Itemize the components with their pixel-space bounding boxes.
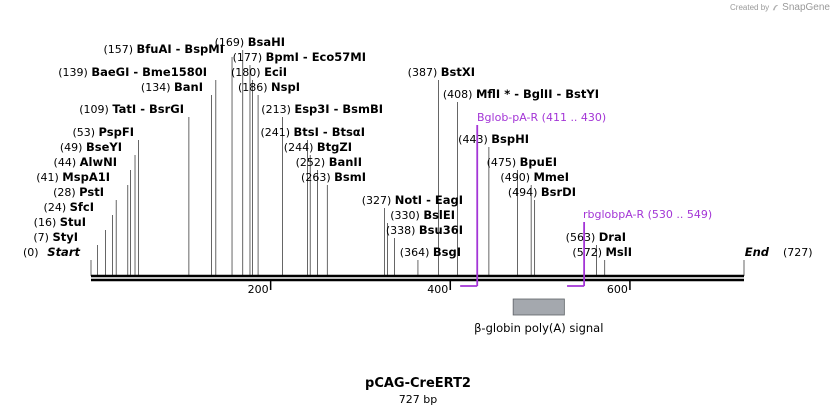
primer-label: Bglob-pA-R (411 .. 430) (477, 111, 606, 124)
site-label: (49) BseYI (60, 140, 122, 154)
site-baegi-bme1580i[interactable]: (139) BaeGI - Bme1580I (58, 65, 217, 276)
site-bsrdi[interactable]: (494) BsrDI (508, 185, 576, 276)
snapgene-logo-icon (772, 4, 779, 11)
site-label: (241) BtsI - BtsαI (260, 125, 365, 139)
plasmid-length: 727 bp (398, 393, 438, 406)
site-label: (475) BpuEI (487, 155, 557, 169)
site-position-label: (0) (23, 246, 39, 259)
site-label: (134) BanI (141, 80, 203, 94)
site-position-label: (727) (783, 246, 813, 259)
site-label: (572) MslI (572, 245, 632, 259)
site-label: (443) BspHI (458, 132, 529, 146)
ruler-tick-label: 200 (248, 283, 269, 296)
site-drai[interactable]: (563) DraI (566, 230, 626, 276)
site-pspfi[interactable]: (53) PspFI (72, 125, 139, 276)
site-label: (53) PspFI (72, 125, 134, 139)
credit-prefix: Created by (730, 3, 770, 12)
site-bsgi[interactable]: (364) BsgI (400, 245, 461, 276)
site-start[interactable]: Start (47, 245, 92, 276)
site-btsi-bts-i[interactable]: (241) BtsI - BtsαI (260, 125, 365, 276)
primer-label: rbglobpA-R (530 .. 549) (583, 208, 712, 221)
site-noti-eagi[interactable]: (327) NotI - EagI (362, 193, 463, 276)
site-label: (139) BaeGI - Bme1580I (58, 65, 207, 79)
site-bstxi[interactable]: (387) BstXI (408, 65, 475, 276)
site-label: (7) StyI (33, 230, 78, 244)
site-label: (263) BsmI (301, 170, 366, 184)
site-nspi[interactable]: (186) NspI (238, 80, 300, 276)
site-mfli-bglii-bstyi[interactable]: (408) MflI * - BglII - BstYI (443, 87, 599, 276)
site-btgzi[interactable]: (244) BtgZI (284, 140, 352, 276)
site-label: (213) Esp3I - BsmBI (261, 102, 383, 116)
site-bseyi[interactable]: (49) BseYI (60, 140, 136, 276)
site-alwni[interactable]: (44) AlwNI (54, 155, 131, 276)
feature-polya-signal[interactable] (512, 298, 565, 316)
credit-brand: SnapGene (782, 2, 830, 13)
site-psti[interactable]: (28) PstI (53, 185, 117, 276)
site-label: (169) BsaHI (215, 35, 285, 49)
site-bsu36i[interactable]: (338) Bsu36I (386, 223, 463, 276)
site-sfci[interactable]: (24) SfcI (44, 200, 113, 276)
site-label: (364) BsgI (400, 245, 461, 259)
site-bpuei[interactable]: (475) BpuEI (487, 155, 557, 276)
site-mspa1i[interactable]: (41) MspA1I (36, 170, 129, 276)
primer-bglob-pa-r[interactable]: Bglob-pA-R (411 .. 430) (460, 111, 606, 287)
feature-box (512, 298, 565, 316)
site-label: (330) BslEI (390, 208, 455, 222)
site-label: (41) MspA1I (36, 170, 110, 184)
site-label: (44) AlwNI (54, 155, 117, 169)
site-bfuai-bspmi[interactable]: (157) BfuAI - BspMI (103, 42, 233, 276)
ruler-tick-label: 400 (427, 283, 448, 296)
site-label: (408) MflI * - BglII - BstYI (443, 87, 599, 101)
site-label: Start (47, 245, 80, 259)
site-bsahi[interactable]: (169) BsaHI (215, 35, 285, 276)
site-label: (180) EciI (231, 65, 287, 79)
site-label: (252) BanII (296, 155, 362, 169)
site-mmei[interactable]: (490) MmeI (500, 170, 569, 276)
site-bani[interactable]: (134) BanI (141, 80, 212, 276)
site-esp3i-bsmbi[interactable]: (213) Esp3I - BsmBI (261, 102, 383, 276)
site-label: (177) BpmI - Eco57MI (233, 50, 366, 64)
site-label: (244) BtgZI (284, 140, 352, 154)
site-label: (157) BfuAI - BspMI (103, 42, 224, 56)
site-label: (24) SfcI (44, 200, 94, 214)
site-bslei[interactable]: (330) BslEI (387, 208, 455, 276)
plasmid-name: pCAG-CreERT2 (365, 376, 471, 391)
site-bpmi-eco57mi[interactable]: (177) BpmI - Eco57MI (233, 50, 366, 276)
site-banii[interactable]: (252) BanII (296, 155, 362, 276)
site-label: (387) BstXI (408, 65, 475, 79)
site-bsmi[interactable]: (263) BsmI (301, 170, 366, 276)
site-ecii[interactable]: (180) EciI (231, 65, 287, 276)
site-label: (28) PstI (53, 185, 104, 199)
site-bsphi[interactable]: (443) BspHI (458, 132, 529, 276)
site-label: (563) DraI (566, 230, 626, 244)
snapgene-credit: Created by SnapGene (730, 2, 830, 13)
site-styi[interactable]: (7) StyI (33, 230, 98, 276)
site-label: (490) MmeI (500, 170, 569, 184)
site-label: (338) Bsu36I (386, 223, 463, 237)
site-end[interactable]: End (743, 245, 770, 276)
site-label: End (745, 245, 770, 259)
site-stui[interactable]: (16) StuI (34, 215, 106, 276)
site-msli[interactable]: (572) MslI (572, 245, 632, 276)
site-tati-bsrgi[interactable]: (109) TatI - BsrGI (79, 102, 190, 276)
site-label: (16) StuI (34, 215, 86, 229)
ruler-tick-label: 600 (607, 283, 628, 296)
primer-rbglobpa-r[interactable]: rbglobpA-R (530 .. 549) (567, 208, 712, 287)
feature-label: β-globin poly(A) signal (474, 321, 603, 335)
site-label: (186) NspI (238, 80, 300, 94)
site-label: (327) NotI - EagI (362, 193, 463, 207)
site-label: (109) TatI - BsrGI (79, 102, 184, 116)
site-label: (494) BsrDI (508, 185, 576, 199)
